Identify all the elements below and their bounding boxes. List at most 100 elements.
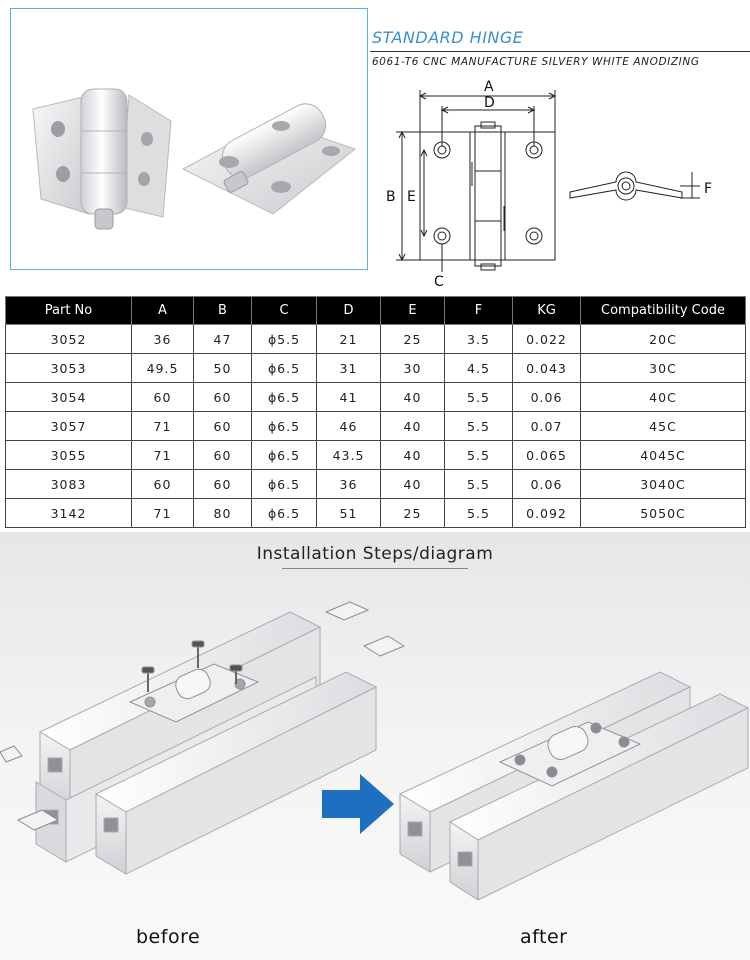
after-hinge bbox=[498, 721, 642, 787]
cell-compatibility-code: 3040C bbox=[580, 469, 746, 499]
cell-b: 60 bbox=[193, 440, 252, 470]
cell-a: 49.5 bbox=[131, 353, 194, 383]
cell-c: ϕ6.5 bbox=[251, 469, 317, 499]
table-header-row: Part No A B C D E F KG Compatibility Cod… bbox=[5, 296, 746, 325]
header-kg: KG bbox=[512, 296, 581, 325]
product-header: STANDARD HINGE 6061-T6 CNC MANUFACTURE S… bbox=[0, 0, 750, 290]
table-row: 3054 60 60 ϕ6.5 41 40 5.5 0.06 40C bbox=[5, 382, 746, 412]
cell-kg: 0.06 bbox=[512, 382, 581, 412]
cell-compatibility-code: 20C bbox=[580, 324, 746, 354]
cell-a: 71 bbox=[131, 498, 194, 528]
cell-kg: 0.06 bbox=[512, 469, 581, 499]
cell-kg: 0.07 bbox=[512, 411, 581, 441]
header-d: D bbox=[316, 296, 381, 325]
label-e: E bbox=[407, 189, 416, 205]
label-f: F bbox=[704, 181, 712, 197]
cell-b: 80 bbox=[193, 498, 252, 528]
table-row: 3052 36 47 ϕ5.5 21 25 3.5 0.022 20C bbox=[5, 324, 746, 354]
cell-part-no: 3052 bbox=[5, 324, 132, 354]
cell-part-no: 3057 bbox=[5, 411, 132, 441]
cell-a: 60 bbox=[131, 382, 194, 412]
before-extrusions bbox=[35, 611, 378, 875]
cell-d: 36 bbox=[316, 469, 381, 499]
cell-c: ϕ6.5 bbox=[251, 353, 317, 383]
hinge-outline bbox=[419, 131, 556, 261]
table-row: 3057 71 60 ϕ6.5 46 40 5.5 0.07 45C bbox=[5, 411, 746, 441]
installation-title-underline bbox=[282, 568, 468, 569]
header-b: B bbox=[193, 296, 252, 325]
cell-c: ϕ6.5 bbox=[251, 498, 317, 528]
cell-kg: 0.092 bbox=[512, 498, 581, 528]
table-row: 3142 71 80 ϕ6.5 51 25 5.5 0.092 5050C bbox=[5, 498, 746, 528]
header-c: C bbox=[251, 296, 317, 325]
cell-compatibility-code: 45C bbox=[580, 411, 746, 441]
cell-b: 60 bbox=[193, 469, 252, 499]
cell-e: 40 bbox=[380, 411, 445, 441]
table-row: 3055 71 60 ϕ6.5 43.5 40 5.5 0.065 4045C bbox=[5, 440, 746, 470]
cell-e: 40 bbox=[380, 440, 445, 470]
cell-c: ϕ5.5 bbox=[251, 324, 317, 354]
label-c: C bbox=[434, 274, 444, 290]
table-row: 3083 60 60 ϕ6.5 36 40 5.5 0.06 3040C bbox=[5, 469, 746, 499]
cell-kg: 0.065 bbox=[512, 440, 581, 470]
cell-part-no: 3083 bbox=[5, 469, 132, 499]
cell-compatibility-code: 4045C bbox=[580, 440, 746, 470]
cell-e: 30 bbox=[380, 353, 445, 383]
cell-e: 40 bbox=[380, 469, 445, 499]
cell-e: 25 bbox=[380, 498, 445, 528]
cell-c: ϕ6.5 bbox=[251, 382, 317, 412]
cell-b: 47 bbox=[193, 324, 252, 354]
cell-part-no: 3055 bbox=[5, 440, 132, 470]
cell-f: 5.5 bbox=[444, 440, 513, 470]
cell-b: 60 bbox=[193, 382, 252, 412]
label-a: A bbox=[484, 79, 494, 95]
cell-d: 51 bbox=[316, 498, 381, 528]
header-divider bbox=[370, 51, 750, 52]
right-arrow-icon bbox=[322, 774, 394, 834]
header-a: A bbox=[131, 296, 194, 325]
header-compatibility-code: Compatibility Code bbox=[580, 296, 746, 325]
cell-f: 4.5 bbox=[444, 353, 513, 383]
header-e: E bbox=[380, 296, 445, 325]
cell-a: 36 bbox=[131, 324, 194, 354]
cell-d: 41 bbox=[316, 382, 381, 412]
cell-f: 5.5 bbox=[444, 469, 513, 499]
header-f: F bbox=[444, 296, 513, 325]
after-label: after bbox=[520, 926, 568, 948]
cell-d: 46 bbox=[316, 411, 381, 441]
before-label: before bbox=[136, 926, 201, 948]
cell-kg: 0.022 bbox=[512, 324, 581, 354]
product-title: STANDARD HINGE bbox=[372, 28, 524, 47]
cell-part-no: 3142 bbox=[5, 498, 132, 528]
cell-f: 5.5 bbox=[444, 382, 513, 412]
cell-f: 3.5 bbox=[444, 324, 513, 354]
cell-a: 60 bbox=[131, 469, 194, 499]
cell-part-no: 3054 bbox=[5, 382, 132, 412]
cell-f: 5.5 bbox=[444, 411, 513, 441]
cell-a: 71 bbox=[131, 440, 194, 470]
technical-drawing: A D B E C F bbox=[386, 79, 712, 290]
side-view bbox=[569, 171, 683, 201]
table-row: 3053 49.5 50 ϕ6.5 31 30 4.5 0.043 30C bbox=[5, 353, 746, 383]
before-hinge bbox=[128, 640, 260, 723]
cell-b: 60 bbox=[193, 411, 252, 441]
product-subtitle: 6061-T6 CNC MANUFACTURE SILVERY WHITE AN… bbox=[372, 56, 700, 68]
cell-f: 5.5 bbox=[444, 498, 513, 528]
cell-compatibility-code: 40C bbox=[580, 382, 746, 412]
cell-b: 50 bbox=[193, 353, 252, 383]
cell-compatibility-code: 30C bbox=[580, 353, 746, 383]
hinge-photo-illustration bbox=[32, 88, 357, 230]
cell-e: 25 bbox=[380, 324, 445, 354]
cell-part-no: 3053 bbox=[5, 353, 132, 383]
product-photo bbox=[10, 8, 368, 270]
cell-c: ϕ6.5 bbox=[251, 411, 317, 441]
header-part-no: Part No bbox=[5, 296, 132, 325]
cell-compatibility-code: 5050C bbox=[580, 498, 746, 528]
cell-a: 71 bbox=[131, 411, 194, 441]
cell-d: 43.5 bbox=[316, 440, 381, 470]
label-d: D bbox=[484, 95, 495, 111]
installation-section: Installation Steps/diagram bbox=[0, 532, 750, 960]
cell-kg: 0.043 bbox=[512, 353, 581, 383]
after-extrusions bbox=[398, 671, 750, 901]
t-nuts bbox=[0, 601, 406, 831]
